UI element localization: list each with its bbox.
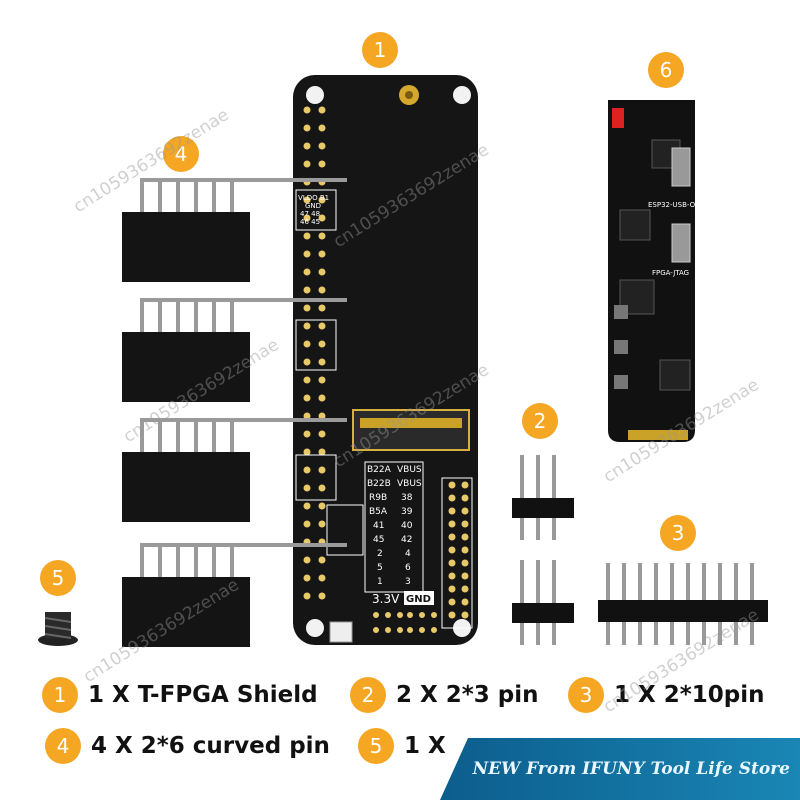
long-pin-header <box>598 563 768 645</box>
badge-6: 6 <box>648 52 684 88</box>
short-pin-headers <box>512 455 574 645</box>
legend-badge-5: 5 <box>358 728 394 764</box>
bottom-pin-holes <box>373 612 437 633</box>
curved-pin-headers <box>122 178 347 647</box>
board-silk-vbus1: VBUS <box>397 465 422 475</box>
board-silk-vldo: VLDO B1 <box>298 194 329 202</box>
mounting-screw <box>38 612 78 646</box>
legend-badge-2: 2 <box>350 677 386 713</box>
legend-label-1: 1 X T-FPGA Shield <box>88 682 318 708</box>
board-silk-gnd-label: GND <box>406 594 431 605</box>
right-pin-header-holes <box>448 481 469 619</box>
legend-label-3: 1 X 2*10pin <box>614 682 765 708</box>
board-silk-42: 42 <box>401 535 412 545</box>
legend-item-4: 4 4 X 2*6 curved pin <box>45 728 330 764</box>
legend-label-5: 1 X <box>404 733 446 759</box>
legend-label-2: 2 X 2*3 pin <box>396 682 539 708</box>
badge-3: 3 <box>660 515 696 551</box>
legend-badge-4: 4 <box>45 728 81 764</box>
badge-2: 2 <box>522 403 558 439</box>
board-silk-38: 38 <box>401 493 413 503</box>
legend-item-1: 1 1 X T-FPGA Shield <box>42 677 318 713</box>
legend-item-3: 3 1 X 2*10pin <box>568 677 765 713</box>
module-silk-esp: ESP32-USB-OTG <box>648 201 705 209</box>
legend-item-2: 2 2 X 2*3 pin <box>350 677 539 713</box>
board-silk-r9b: R9B <box>369 493 387 503</box>
board-silk-6: 6 <box>405 563 411 573</box>
board-silk-3v3: 3.3V <box>372 592 400 606</box>
badge-1: 1 <box>362 32 398 68</box>
store-banner-text: NEW From IFUNY Tool Life Store <box>472 759 790 779</box>
board-silk-b22b: B22B <box>367 479 391 489</box>
badge-4: 4 <box>163 136 199 172</box>
badge-5: 5 <box>40 560 76 596</box>
board-silk-40: 40 <box>401 521 413 531</box>
board-silk-45: 45 <box>373 535 384 545</box>
board-silk-b5a: B5A <box>369 507 388 517</box>
board-silk-2: 2 <box>377 549 383 559</box>
board-silk-5: 5 <box>377 563 383 573</box>
legend-badge-3: 3 <box>568 677 604 713</box>
board-silk-47-48: 47 48 <box>300 210 320 218</box>
legend-badge-1: 1 <box>42 677 78 713</box>
board-silk-gnd: GND <box>305 202 321 210</box>
t-fpga-shield-board: B22A VBUS B22B VBUS R9B 38 B5A 39 41 40 … <box>293 75 478 645</box>
board-silk-3: 3 <box>405 577 411 587</box>
board-silk-1: 1 <box>377 577 383 587</box>
board-silk-b22a: B22A <box>367 465 392 475</box>
legend-label-4: 4 X 2*6 curved pin <box>91 733 330 759</box>
board-silk-vbus2: VBUS <box>397 479 422 489</box>
board-silk-39: 39 <box>401 507 413 517</box>
legend-item-5: 5 1 X <box>358 728 446 764</box>
module-silk-fpga: FPGA-JTAG <box>652 269 689 277</box>
esp32-module-board: ESP32-USB-OTG FPGA-JTAG <box>608 100 705 442</box>
store-banner: NEW From IFUNY Tool Life Store <box>440 738 800 800</box>
board-silk-46-45: 46 45 <box>300 218 320 226</box>
board-silk-41: 41 <box>373 521 384 531</box>
board-silk-4: 4 <box>405 549 411 559</box>
